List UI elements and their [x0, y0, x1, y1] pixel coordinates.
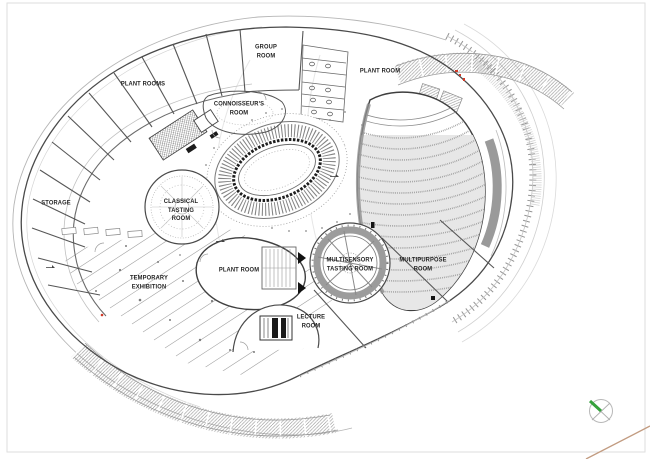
southeast-edge	[299, 298, 451, 378]
room-label-lecture-room: LECTURE ROOM	[296, 313, 326, 329]
room-label-group-room: GROUP ROOM	[255, 43, 277, 59]
room-label-multipurpose-room: MULTIPURPOSE ROOM	[399, 256, 447, 272]
room-label-multisensory-tasting: MULTISENSORY TASTING ROOM	[326, 256, 374, 272]
room-label-temporary-exhibition: TEMPORARY EXHIBITION	[129, 274, 169, 290]
lecture-room-walls	[232, 304, 320, 353]
bench-row	[61, 226, 143, 238]
corridor-walls	[63, 83, 253, 323]
plant-room-egg	[195, 237, 306, 311]
site-boundary-line	[585, 425, 650, 459]
room-label-plant-room-north: PLANT ROOM	[359, 67, 401, 75]
room-label-storage: STORAGE	[41, 199, 71, 207]
compass-icon	[588, 399, 613, 423]
room-label-connoisseurs-room: CONNOISSEUR'S ROOM	[213, 100, 265, 116]
door-swings	[94, 91, 267, 351]
service-band-walls	[31, 28, 246, 296]
multipurpose-room-walls	[313, 219, 495, 349]
classical-tasting-room-circle	[144, 169, 220, 245]
room-label-plant-room-south: PLANT ROOM	[218, 266, 260, 274]
group-room-walls	[245, 30, 304, 93]
building-outline	[20, 26, 514, 396]
stair-core	[148, 109, 219, 161]
central-arena	[206, 113, 348, 227]
toilet-block	[300, 44, 349, 123]
multisensory-tasting-room-circle	[309, 222, 391, 304]
sheet-border	[6, 2, 646, 453]
room-label-plant-rooms: PLANT ROOMS	[120, 80, 166, 88]
red-level-markers	[100, 70, 465, 317]
level-markers	[46, 174, 339, 268]
louvre-band-southwest	[70, 341, 339, 440]
connoisseurs-room-walls	[202, 90, 286, 135]
roof-band-northeast	[392, 51, 575, 110]
room-label-classical-tasting: CLASSICAL TASTING ROOM	[163, 197, 199, 223]
